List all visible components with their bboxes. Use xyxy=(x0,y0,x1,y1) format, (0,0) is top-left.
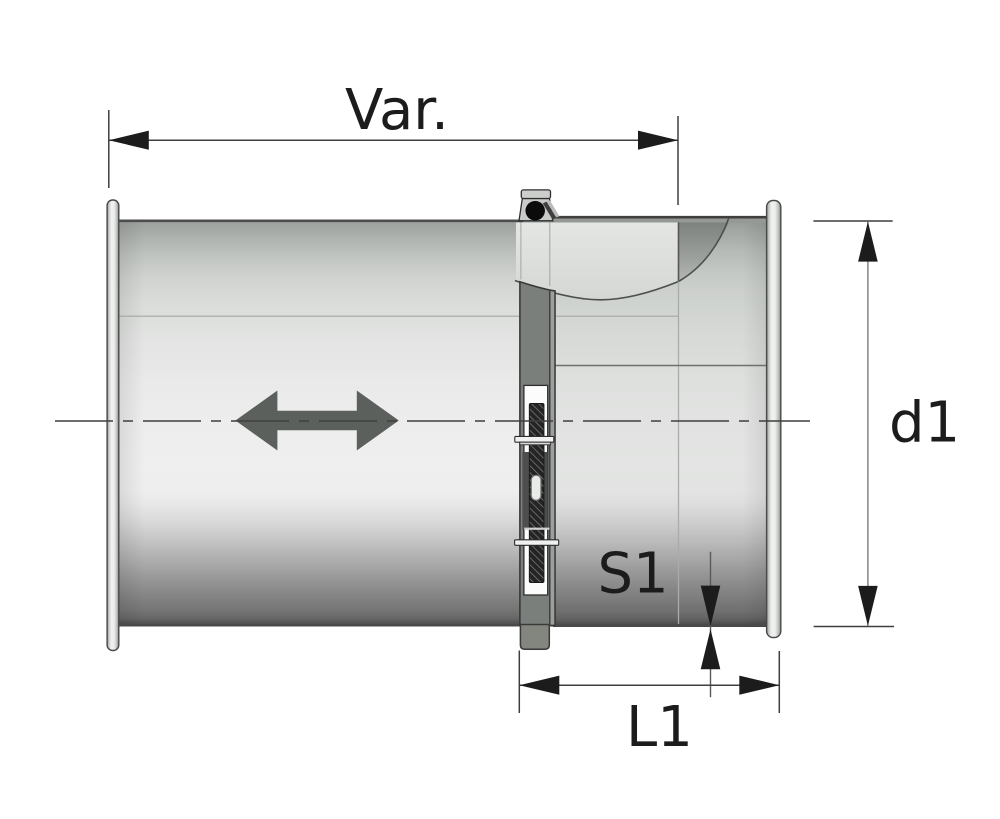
clamp-lock-lower xyxy=(514,527,560,546)
clamp-screw-shank xyxy=(530,474,542,501)
label-variable-length: Var. xyxy=(345,78,449,143)
label-diameter: d1 xyxy=(889,390,960,455)
clamp xyxy=(514,189,560,651)
s1-arrow-lower xyxy=(700,629,721,670)
var-arrow-left xyxy=(108,130,149,150)
s1-arrow-upper xyxy=(700,585,721,627)
l1-arrow-right xyxy=(739,675,780,695)
dimension-l1 xyxy=(518,650,781,713)
clamp-housing-brace xyxy=(542,201,557,220)
clamp-lock-lower-frame-edge xyxy=(524,527,550,530)
pipe-inner-end-shade xyxy=(118,219,145,627)
label-wall-thickness: S1 xyxy=(598,542,669,607)
d1-arrow-top xyxy=(858,221,878,262)
clamp-screw-housing xyxy=(518,189,560,222)
pipe-outer-wall-band xyxy=(552,218,767,224)
clamp-lock-upper xyxy=(514,435,555,446)
clamp-band-foot xyxy=(519,623,551,651)
motion-double-arrow xyxy=(235,390,399,451)
dimension-var xyxy=(108,110,679,205)
d1-arrow-bottom xyxy=(858,585,878,626)
dimension-d1 xyxy=(813,220,895,628)
clamp-housing-brace-light xyxy=(546,200,560,218)
l1-arrow-left xyxy=(519,675,560,695)
clamp-lock-lower-bar xyxy=(514,539,560,546)
clamp-lock-upper-bar-shadow xyxy=(519,441,552,446)
cutaway-break-line xyxy=(514,217,730,301)
cutaway-outer-pipe-inside xyxy=(678,222,729,282)
cutaway-inner-pipe-surface xyxy=(516,222,679,300)
clamp-lock-upper-bar xyxy=(514,435,555,443)
clamp-housing-cap xyxy=(520,189,552,200)
label-sleeve-length: L1 xyxy=(626,695,693,760)
var-arrow-right xyxy=(638,130,678,150)
flange-right xyxy=(765,199,782,639)
pipe-inner xyxy=(118,219,553,627)
flange-left xyxy=(106,199,120,652)
clamp-band-outer-strip xyxy=(550,291,555,625)
clamp-screw-section xyxy=(525,200,545,221)
